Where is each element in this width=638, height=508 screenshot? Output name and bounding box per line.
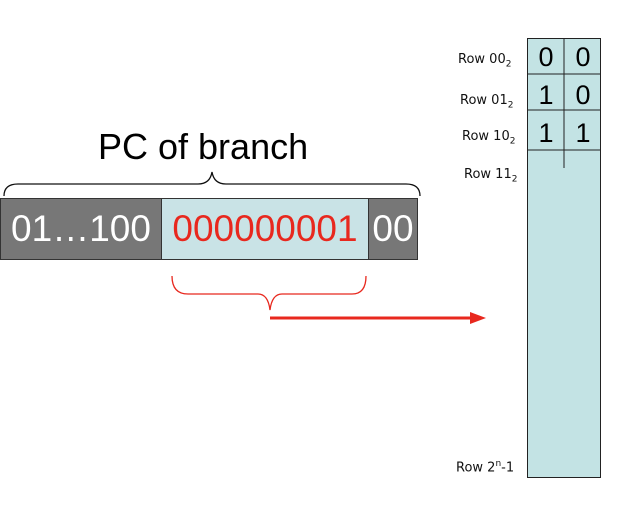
table-cell-r0-c1: 0 — [575, 42, 591, 72]
table-cell-r0-c0: 0 — [538, 42, 554, 72]
index-brace — [171, 275, 367, 311]
row-label-base: 2 — [509, 136, 516, 147]
table-cell-r1-c1: 0 — [575, 80, 591, 110]
table-grid — [527, 38, 601, 168]
row-label-10: Row 102 — [462, 129, 515, 147]
row-label-01: Row 012 — [460, 93, 513, 111]
row-label-text: Row 01 — [460, 93, 508, 108]
row-label-text: Row 00 — [458, 52, 506, 67]
index-arrow-head — [470, 312, 486, 324]
diagram-title: PC of branch — [98, 126, 309, 167]
row-label-base: 2 — [507, 100, 514, 111]
row-label-base: 2 — [511, 174, 518, 185]
pc-address-bar: 01…100 000000001 00 — [0, 198, 418, 260]
pc-high-bits: 01…100 — [0, 198, 162, 260]
row-label-base: 2 — [505, 59, 512, 70]
pc-brace — [3, 171, 421, 197]
row-label-suffix: -1 — [501, 460, 515, 476]
table-cell-r2-c0: 1 — [538, 118, 554, 148]
row-label-text: Row 11 — [464, 167, 512, 182]
table-cell-r1-c0: 1 — [538, 80, 554, 110]
pc-low-bits: 00 — [368, 198, 418, 260]
pc-index-bits: 000000001 — [162, 198, 368, 260]
row-label-11: Row 112 — [464, 167, 517, 185]
row-label-last: Row 2n-1 — [456, 459, 514, 475]
row-label-exponent: n — [495, 459, 502, 469]
row-label-text: Row 2 — [456, 460, 496, 476]
row-label-text: Row 10 — [462, 129, 510, 144]
table-cell-r2-c1: 1 — [575, 118, 591, 148]
row-label-00: Row 002 — [458, 52, 511, 70]
prediction-table: 0 0 1 0 1 1 — [527, 38, 601, 478]
